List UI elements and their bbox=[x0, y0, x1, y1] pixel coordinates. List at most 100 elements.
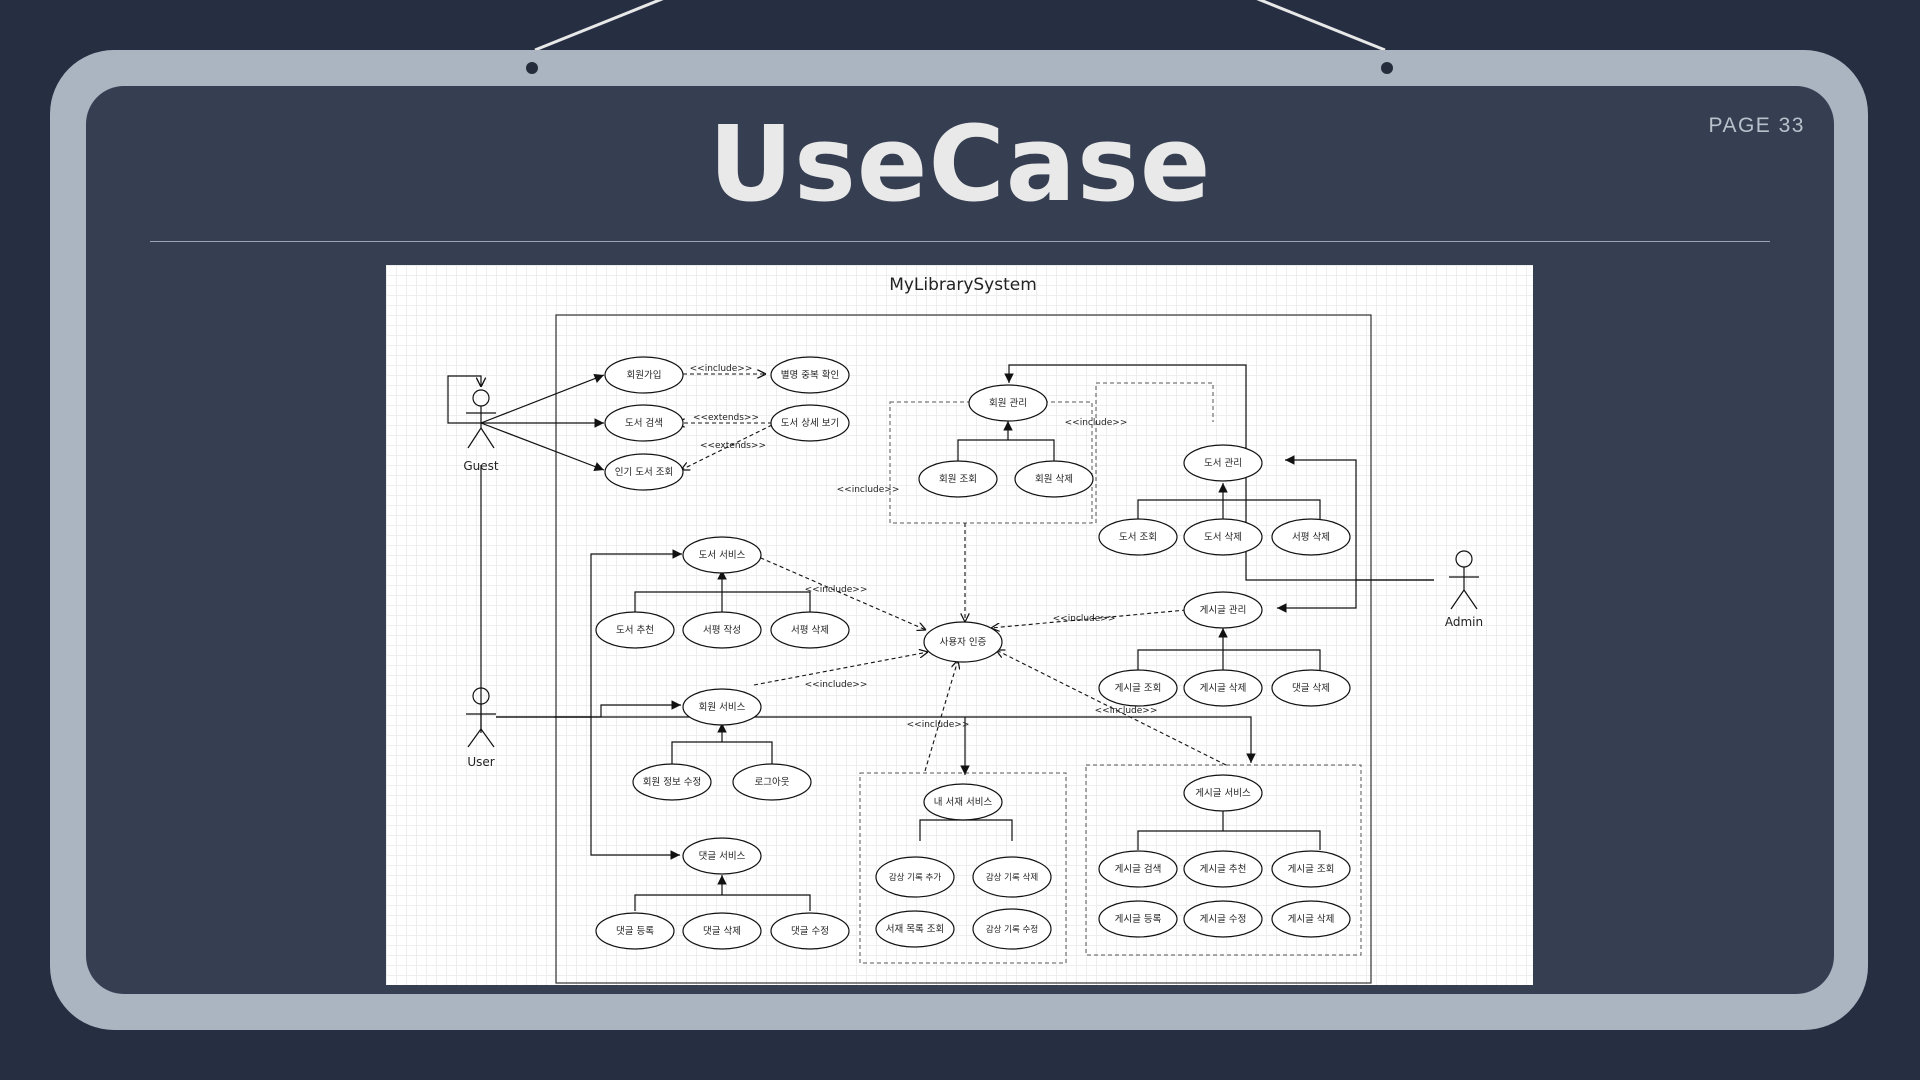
page-title: UseCase bbox=[708, 103, 1212, 225]
usecase-post-mgmt-label: 게시글 관리 bbox=[1200, 605, 1247, 616]
usecase-post-delete-admin bbox=[1183, 669, 1263, 707]
stereotype-label: <<include>> bbox=[1053, 614, 1116, 624]
usecase-member-edit bbox=[632, 763, 712, 801]
book-mgmt-group-outline bbox=[1095, 382, 1214, 523]
usecase-nickname-check-label: 별명 중복 확인 bbox=[781, 369, 839, 381]
usecase-comment-edit-label: 댓글 수정 bbox=[791, 926, 829, 937]
usecase-my-shelf bbox=[923, 783, 1003, 821]
stereotype-label: <<include>> bbox=[805, 680, 868, 690]
usecase-post-search-label: 게시글 검색 bbox=[1115, 863, 1162, 875]
actor-guest bbox=[466, 389, 496, 449]
my-shelf-group bbox=[859, 772, 1067, 964]
usecase-review-delete-label: 서평 삭제 bbox=[791, 625, 829, 636]
usecase-review-write bbox=[682, 611, 762, 649]
usecase-book-service bbox=[682, 536, 762, 574]
usecase-comment-register-label: 댓글 등록 bbox=[616, 926, 654, 937]
usecase-post-delete-label: 게시글 삭제 bbox=[1288, 914, 1335, 925]
usecase-note-edit bbox=[972, 908, 1052, 950]
usecase-signup-label: 회원가입 bbox=[627, 369, 662, 381]
usecase-user-auth-label: 사용자 인증 bbox=[940, 637, 987, 648]
usecase-shelf-list bbox=[875, 910, 955, 948]
stereotype-label: <<include>> bbox=[805, 585, 868, 595]
usecase-book-recommend bbox=[595, 611, 675, 649]
usecase-diagram: MyLibrarySystem bbox=[386, 265, 1533, 985]
usecase-book-view bbox=[1098, 518, 1178, 556]
usecase-book-mgmt-label: 도서 관리 bbox=[1204, 458, 1242, 469]
usecase-review-delete bbox=[770, 611, 850, 649]
usecase-post-edit-label: 게시글 수정 bbox=[1200, 914, 1247, 925]
stereotype-label: <<extends>> bbox=[693, 413, 759, 423]
usecase-review-delete-admin-label: 서평 삭제 bbox=[1292, 532, 1330, 543]
actor-guest-label: Guest bbox=[463, 459, 499, 473]
usecase-shelf-list-label: 서재 목록 조회 bbox=[886, 924, 944, 935]
usecase-book-recommend-label: 도서 추천 bbox=[616, 625, 654, 636]
usecase-post-mgmt bbox=[1183, 591, 1263, 629]
page-number: PAGE 33 bbox=[1708, 114, 1805, 137]
usecase-post-view-label: 게시글 조회 bbox=[1288, 864, 1335, 875]
usecase-review-delete-admin bbox=[1271, 518, 1351, 556]
usecase-comment-register bbox=[595, 912, 675, 950]
usecase-comment-service bbox=[682, 837, 762, 875]
usecase-nickname-check bbox=[770, 356, 850, 394]
usecase-post-register bbox=[1098, 900, 1178, 938]
usecase-popular-books-label: 인기 도서 조회 bbox=[615, 467, 673, 478]
usecase-member-delete-label: 회원 삭제 bbox=[1035, 474, 1073, 485]
title-divider bbox=[150, 241, 1770, 242]
usecase-post-delete bbox=[1271, 900, 1351, 938]
usecase-member-view bbox=[918, 460, 998, 498]
usecase-member-mgmt-label: 회원 관리 bbox=[989, 398, 1027, 409]
usecase-member-service bbox=[682, 688, 762, 726]
usecase-post-view bbox=[1271, 850, 1351, 888]
usecase-book-delete-label: 도서 삭제 bbox=[1204, 532, 1242, 543]
stereotype-label: <<extends>> bbox=[700, 441, 766, 451]
actor-admin-label: Admin bbox=[1445, 615, 1483, 629]
usecase-user-auth bbox=[923, 621, 1003, 663]
usecase-comment-delete bbox=[682, 912, 762, 950]
usecase-book-mgmt bbox=[1183, 444, 1263, 482]
actor-user bbox=[466, 687, 496, 748]
hanging-wires bbox=[534, 0, 1386, 52]
usecase-review-write-label: 서평 작성 bbox=[703, 625, 741, 636]
usecase-post-service-label: 게시글 서비스 bbox=[1195, 788, 1251, 799]
usecase-comment-service-label: 댓글 서비스 bbox=[699, 851, 746, 862]
usecase-note-edit-label: 감상 기록 수정 bbox=[986, 924, 1038, 935]
usecase-logout bbox=[732, 763, 812, 801]
usecase-post-recommend-label: 게시글 추천 bbox=[1200, 864, 1247, 875]
usecase-comment-delete-admin-label: 댓글 삭제 bbox=[1292, 683, 1330, 694]
usecase-post-search bbox=[1098, 850, 1178, 888]
frame-pin-right bbox=[1381, 62, 1393, 74]
usecase-post-view-admin-label: 게시글 조회 bbox=[1115, 683, 1162, 694]
usecase-post-view-admin bbox=[1098, 669, 1178, 707]
stereotype-label: <<include>> bbox=[690, 364, 753, 374]
stereotype-label: <<include>> bbox=[837, 485, 900, 495]
usecase-diagram-svg: MyLibrarySystem bbox=[447, 275, 1483, 984]
usecase-popular-books bbox=[604, 453, 684, 491]
usecase-note-add bbox=[875, 856, 955, 898]
usecase-book-delete bbox=[1183, 518, 1263, 556]
usecase-post-register-label: 게시글 등록 bbox=[1115, 914, 1162, 925]
usecase-post-recommend bbox=[1183, 850, 1263, 888]
frame-pin-left bbox=[526, 62, 538, 74]
actor-user-label: User bbox=[467, 755, 494, 769]
stereotype-label: <<include>> bbox=[1065, 418, 1128, 428]
usecase-book-detail-label: 도서 상세 보기 bbox=[781, 418, 839, 429]
usecase-comment-delete-label: 댓글 삭제 bbox=[703, 926, 741, 937]
usecase-signup bbox=[604, 356, 684, 394]
usecase-post-delete-admin-label: 게시글 삭제 bbox=[1200, 683, 1247, 694]
usecase-book-detail bbox=[770, 404, 850, 442]
usecase-member-mgmt bbox=[968, 384, 1048, 422]
usecase-comment-delete-admin bbox=[1271, 669, 1351, 707]
usecase-member-view-label: 회원 조회 bbox=[939, 474, 977, 485]
usecase-book-search bbox=[604, 404, 684, 442]
usecase-post-service bbox=[1183, 774, 1263, 812]
usecase-post-edit bbox=[1183, 900, 1263, 938]
usecase-note-delete-label: 감상 기록 삭제 bbox=[986, 872, 1038, 883]
stereotype-label: <<include>> bbox=[907, 720, 970, 730]
usecase-logout-label: 로그아웃 bbox=[755, 777, 790, 788]
stereotype-label: <<include>> bbox=[1095, 706, 1158, 716]
usecase-book-service-label: 도서 서비스 bbox=[699, 550, 746, 561]
usecase-member-delete bbox=[1014, 460, 1094, 498]
post-service-group bbox=[1085, 764, 1362, 956]
usecase-book-view-label: 도서 조회 bbox=[1119, 532, 1157, 543]
actor-admin bbox=[1449, 550, 1479, 610]
